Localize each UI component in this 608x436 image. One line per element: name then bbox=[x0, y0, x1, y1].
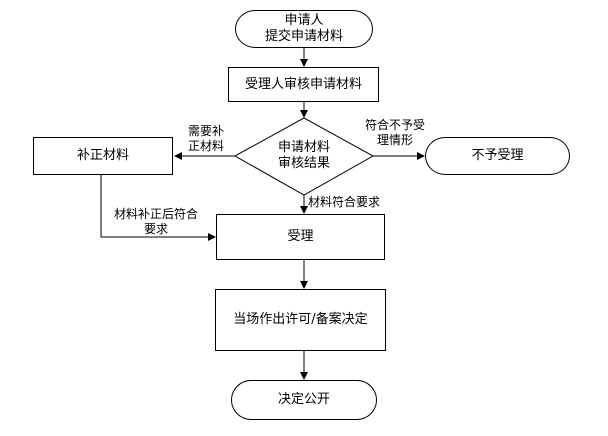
result-node: 申请材料 审核结果 bbox=[255, 136, 353, 176]
need-supplement-line-2: 正材料 bbox=[187, 139, 224, 153]
edge-label-after-supplement: 材料补正后符合 要求 bbox=[106, 207, 206, 237]
edge-label-not-eligible: 符合不予受 理情形 bbox=[362, 118, 428, 148]
edge-label-need-supplement: 需要补 正材料 bbox=[181, 124, 231, 154]
edge-label-eligible: 材料符合要求 bbox=[308, 195, 380, 210]
reject-node: 不予受理 bbox=[425, 137, 570, 175]
supplement-node: 补正材料 bbox=[33, 137, 173, 175]
review-node: 受理人审核申请材料 bbox=[228, 67, 379, 102]
accept-node: 受理 bbox=[216, 214, 385, 260]
review-label: 受理人审核申请材料 bbox=[244, 76, 362, 92]
reject-label: 不予受理 bbox=[471, 148, 524, 163]
result-line-1: 申请材料 bbox=[277, 140, 330, 155]
need-supplement-line-1: 需要补 bbox=[187, 124, 224, 138]
applicant-line-2: 提交申请材料 bbox=[264, 29, 343, 44]
edge-supplement-accept bbox=[100, 175, 216, 241]
result-line-2: 审核结果 bbox=[277, 156, 330, 171]
supplement-label: 补正材料 bbox=[76, 148, 129, 163]
applicant-node: 申请人 提交申请材料 bbox=[235, 10, 373, 48]
accept-label: 受理 bbox=[287, 229, 314, 244]
not-eligible-line-1: 符合不予受 bbox=[364, 118, 425, 132]
decision-node: 当场作出许可/备案决定 bbox=[215, 289, 386, 351]
eligible-text: 材料符合要求 bbox=[308, 195, 381, 209]
result-diamond-shape bbox=[233, 117, 375, 196]
after-supplement-line-1: 材料补正后符合 bbox=[113, 207, 198, 221]
not-eligible-line-2: 理情形 bbox=[376, 133, 413, 147]
decision-label: 当场作出许可/备案决定 bbox=[233, 312, 368, 327]
publish-node: 决定公开 bbox=[231, 380, 377, 420]
after-supplement-line-2: 要求 bbox=[143, 222, 168, 236]
applicant-line-1: 申请人 bbox=[284, 13, 324, 28]
publish-label: 决定公开 bbox=[277, 392, 330, 407]
